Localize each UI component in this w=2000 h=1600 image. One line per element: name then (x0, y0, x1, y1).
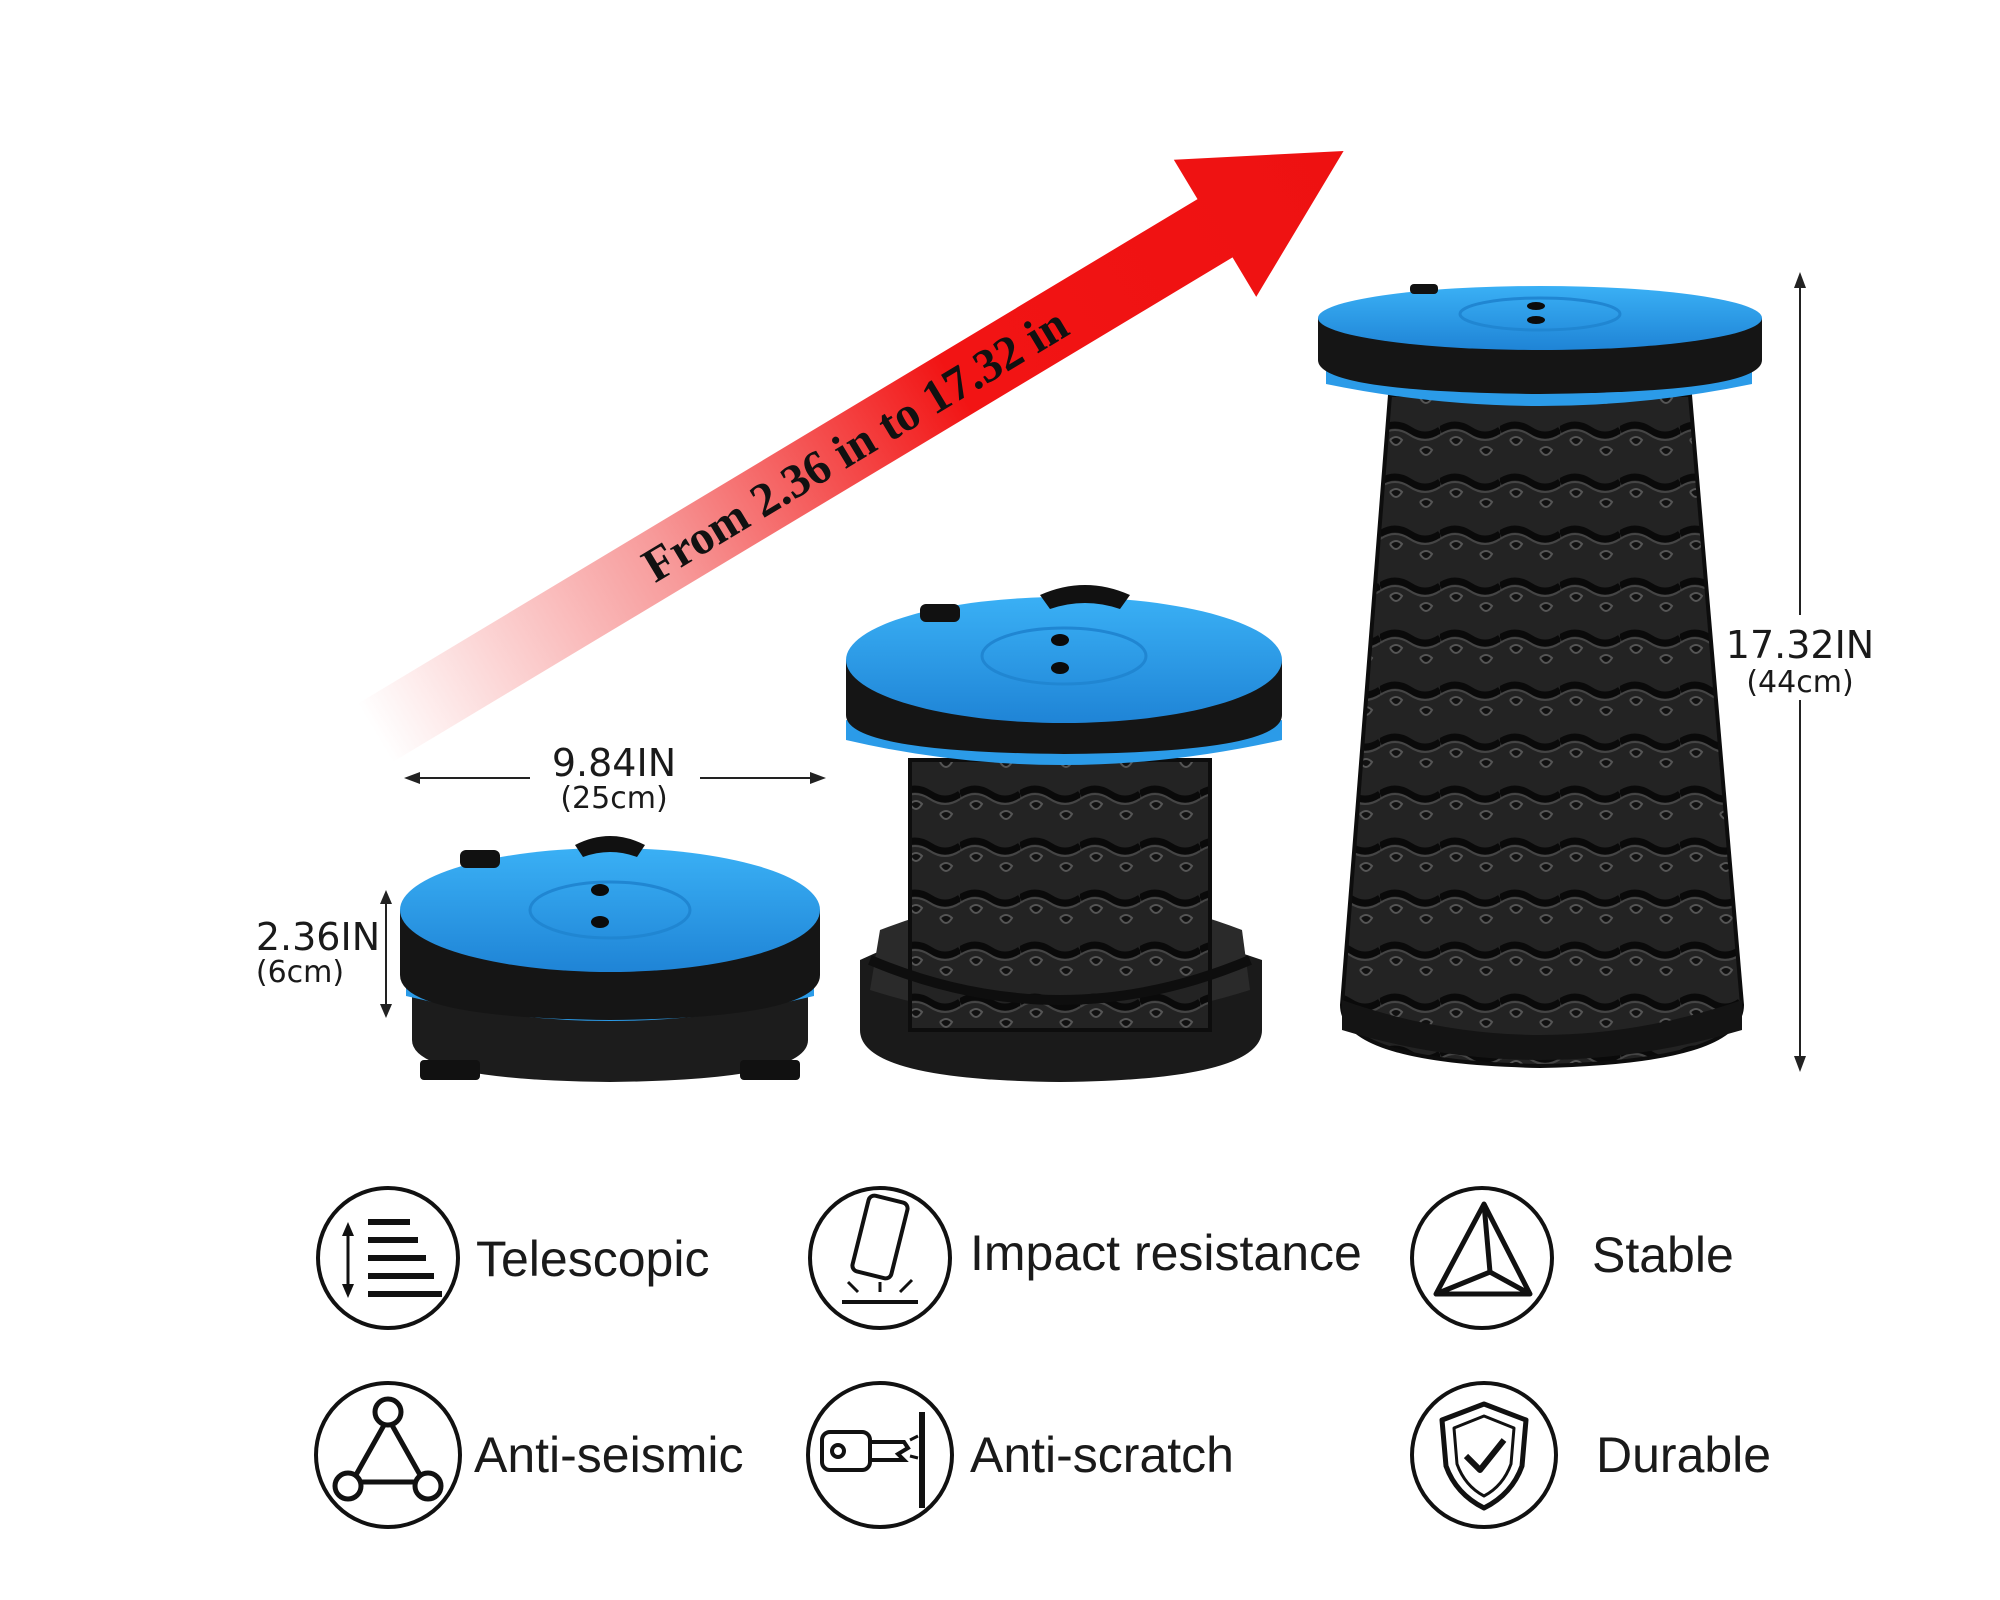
feature-label-impact-resistance: Impact resistance (970, 1225, 1362, 1281)
collapsed-height-dimension: 2.36IN (6cm) (256, 890, 392, 1018)
feature-label-stable: Stable (1592, 1227, 1734, 1283)
width-dimension: 9.84IN (25cm) (404, 741, 826, 816)
extended-height-dimension: 17.32IN (44cm) (1726, 272, 1874, 1072)
telescopic-icon-circle (316, 1186, 460, 1330)
feature-impact-resistance: Impact resistance (808, 1186, 1362, 1330)
width-in-label: 9.84IN (552, 741, 676, 785)
feature-telescopic: Telescopic (316, 1186, 709, 1330)
pyramid-icon (1433, 1201, 1533, 1297)
collapsed-height-in-label: 2.36IN (256, 915, 380, 959)
stool-extended (1318, 284, 1762, 1069)
telescopic-icon (342, 1219, 442, 1298)
extended-height-in-label: 17.32IN (1726, 623, 1874, 667)
triangle-nodes-icon (332, 1396, 444, 1502)
impact-icon (842, 1193, 918, 1304)
stool-medium (846, 585, 1282, 1082)
feature-label-telescopic: Telescopic (476, 1231, 709, 1287)
width-cm-label: (25cm) (560, 781, 667, 816)
feature-stable: Stable (1410, 1186, 1734, 1330)
feature-label-durable: Durable (1596, 1427, 1771, 1483)
collapsed-height-cm-label: (6cm) (256, 955, 344, 990)
feature-label-anti-seismic: Anti-seismic (474, 1427, 743, 1483)
height-range-text: From 2.36 in to 17.32 in (633, 297, 1077, 593)
feature-durable: Durable (1410, 1381, 1771, 1529)
feature-anti-seismic: Anti-seismic (314, 1381, 743, 1529)
stool-collapsed (400, 836, 820, 1082)
feature-label-anti-scratch: Anti-scratch (970, 1427, 1234, 1483)
feature-anti-scratch: Anti-scratch (806, 1381, 1234, 1529)
shield-check-icon (1439, 1401, 1529, 1511)
extended-height-cm-label: (44cm) (1746, 665, 1853, 700)
key-scratch-icon (820, 1412, 925, 1508)
